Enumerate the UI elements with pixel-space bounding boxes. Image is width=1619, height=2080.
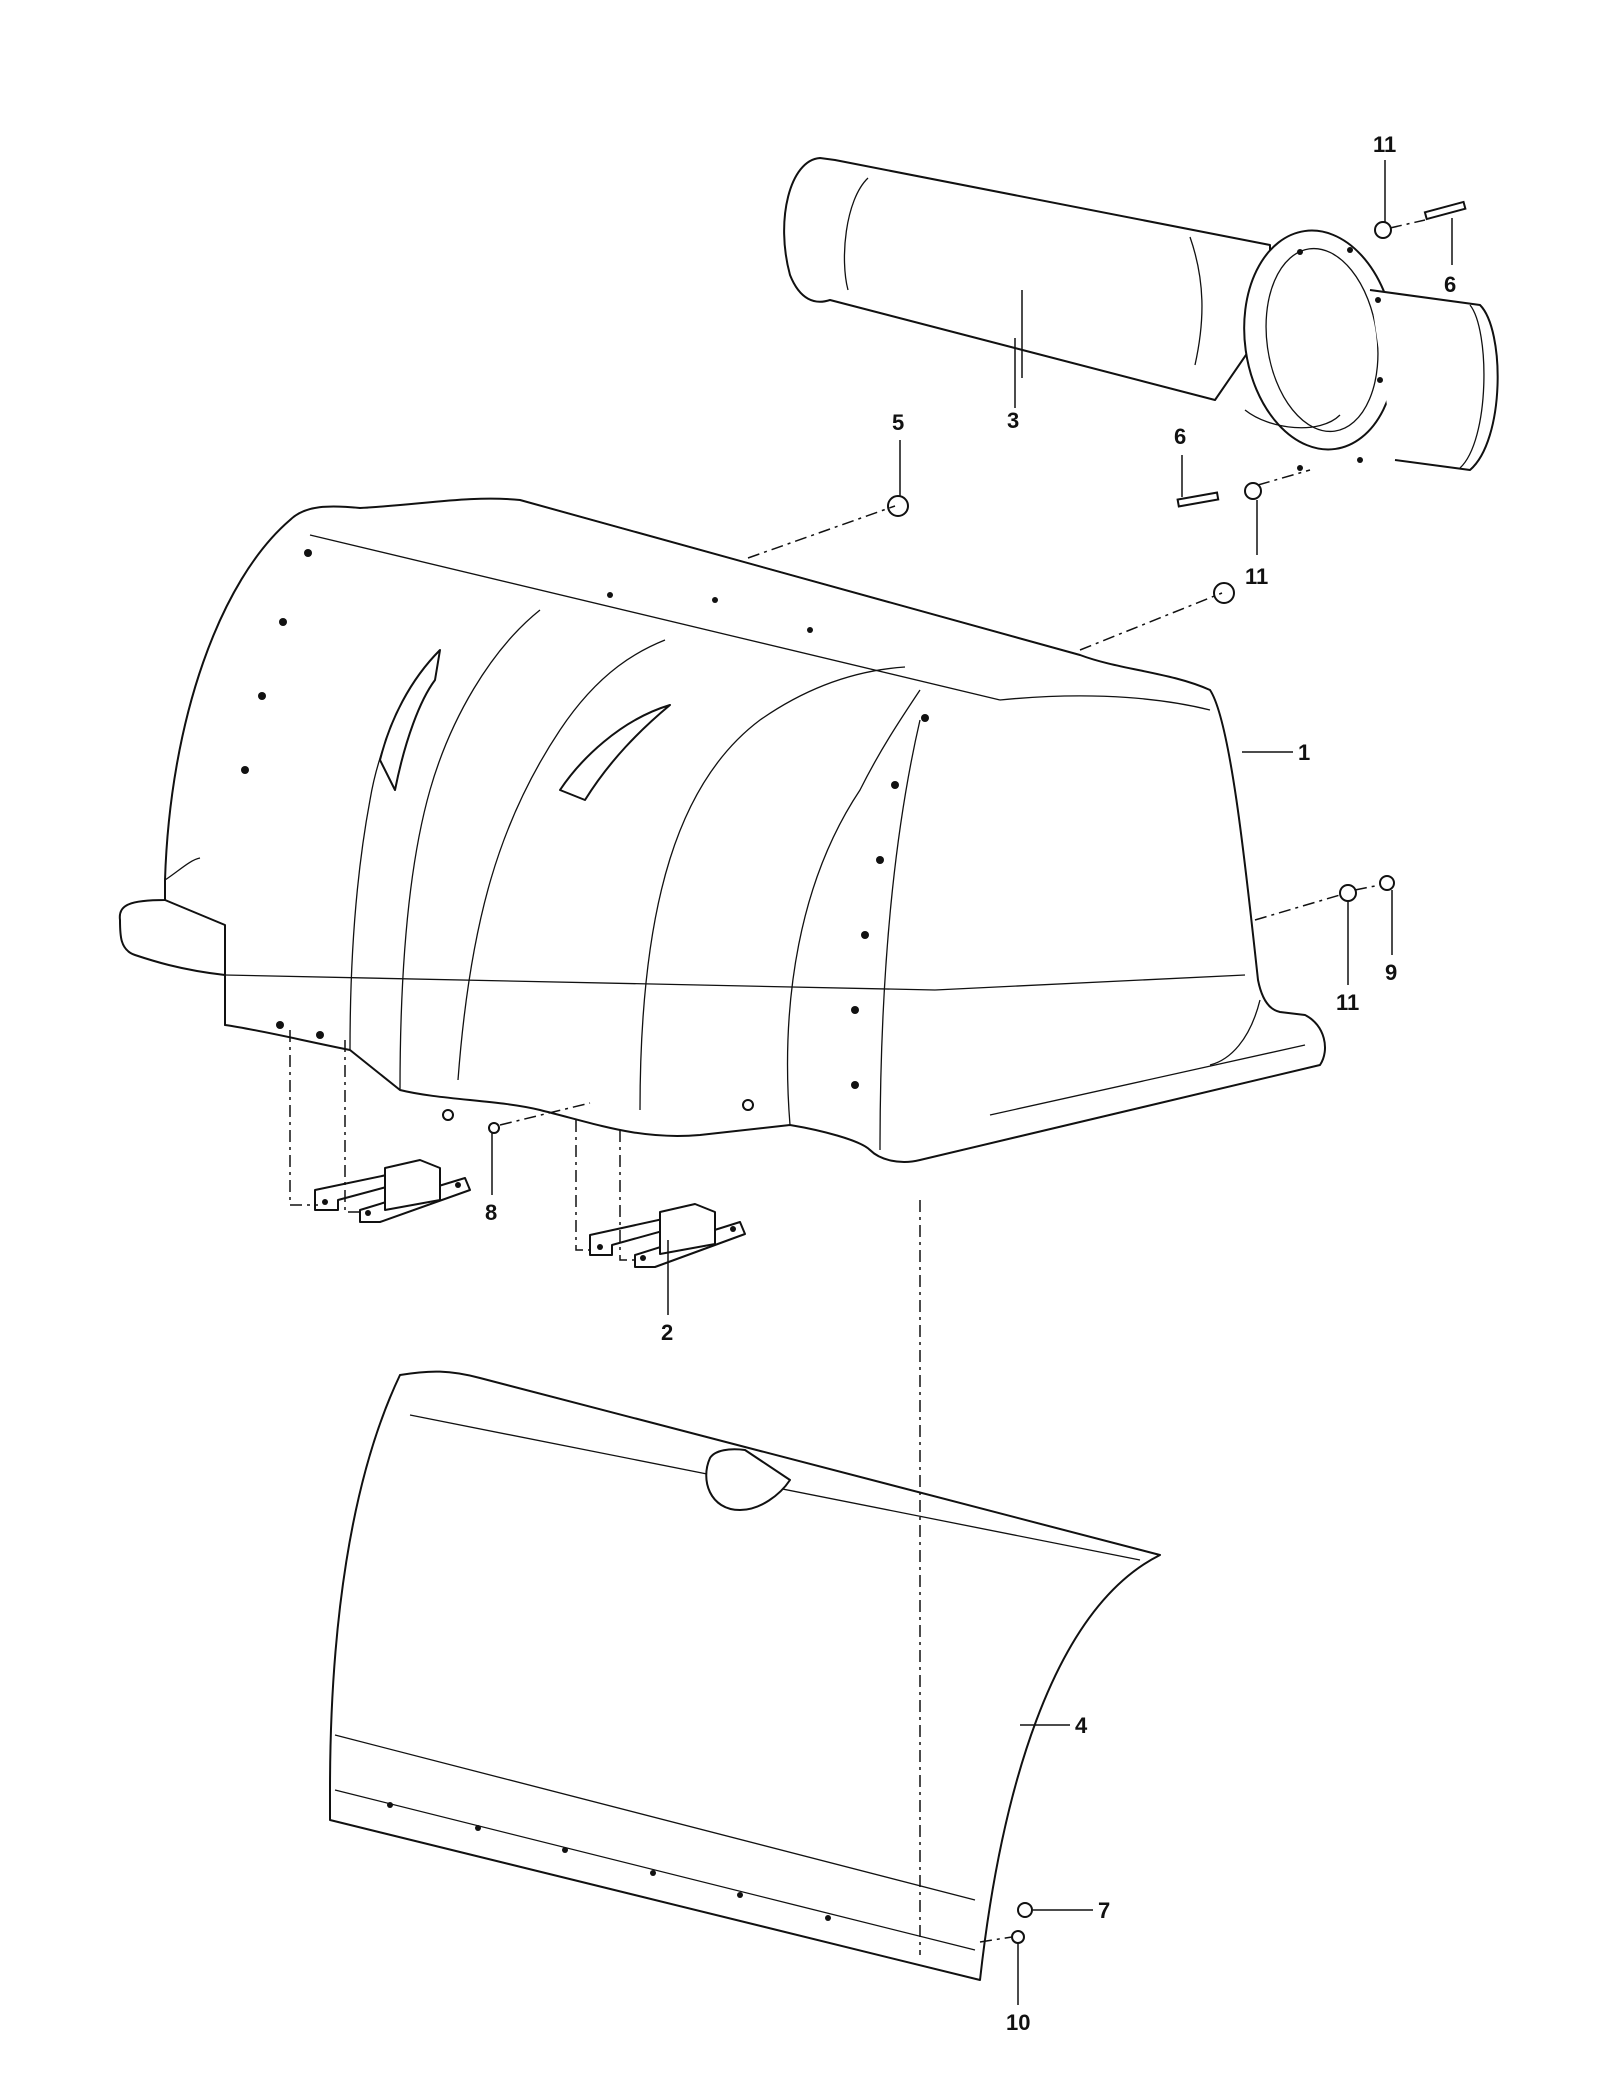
callout-5: 5 <box>892 410 904 435</box>
nut-9 <box>1379 875 1395 891</box>
washer-7 <box>1017 1902 1033 1918</box>
callout-6-lower: 6 <box>1174 424 1186 449</box>
washer-11-lower <box>1244 482 1262 500</box>
bolt-6-top <box>1423 200 1467 221</box>
callout-2: 2 <box>661 1320 673 1345</box>
callout-1: 1 <box>1298 740 1310 765</box>
callout-6-top: 6 <box>1444 272 1456 297</box>
callout-4: 4 <box>1075 1713 1088 1738</box>
nut-5 <box>887 495 909 517</box>
callout-8: 8 <box>485 1200 497 1225</box>
callout-9: 9 <box>1385 960 1397 985</box>
hardware <box>442 200 1467 1944</box>
callout-labels: 11 6 3 5 6 11 1 11 9 8 2 4 7 10 <box>485 132 1456 2035</box>
callout-7: 7 <box>1098 1898 1110 1923</box>
part-2-bracket-left <box>314 1159 471 1223</box>
screw-8c <box>742 1099 754 1111</box>
nut-5-right <box>1213 582 1235 604</box>
screw-8a <box>442 1109 454 1121</box>
callout-11-lower: 11 <box>1245 564 1268 589</box>
part-2-bracket-right <box>589 1203 746 1268</box>
part-3-chute-tube <box>783 157 1499 471</box>
screw-8b <box>488 1122 500 1134</box>
nut-10 <box>1011 1930 1025 1944</box>
washer-11-top <box>1374 221 1392 239</box>
bolt-6-lower <box>1176 491 1220 508</box>
leader-lines <box>491 160 1453 2005</box>
callout-3: 3 <box>1007 408 1019 433</box>
assembly-lines <box>289 219 1426 1955</box>
callout-10: 10 <box>1006 2010 1030 2035</box>
callout-11-side: 11 <box>1336 990 1359 1015</box>
part-4-deflector-panel <box>329 1370 1161 1981</box>
callout-11-top: 11 <box>1373 132 1396 157</box>
part-1-housing <box>118 497 1326 1163</box>
washer-11-side <box>1339 884 1357 902</box>
